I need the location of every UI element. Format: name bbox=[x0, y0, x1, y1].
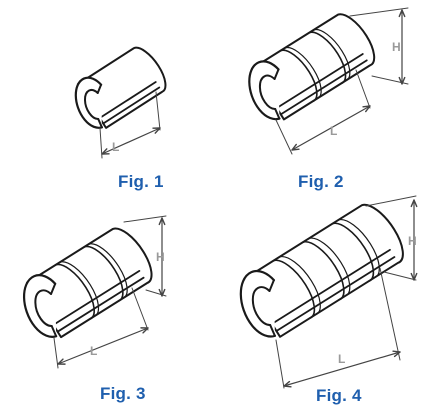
fig3-rib-groove bbox=[83, 245, 124, 302]
fig3-height-arrowhead bbox=[158, 288, 166, 297]
fig2-rib-edge bbox=[313, 28, 351, 82]
fig1-extension-line bbox=[155, 91, 161, 131]
fig3-extension-line bbox=[123, 215, 167, 223]
fig2-front-ring-inner bbox=[258, 74, 277, 111]
fig1-length-arrowhead bbox=[152, 127, 161, 134]
fig4-front-ring-outer bbox=[239, 269, 277, 338]
fig4-slit-upper bbox=[271, 248, 391, 325]
fig4-length-label: L bbox=[338, 352, 346, 366]
fig1-front-ring-inner bbox=[83, 89, 100, 121]
fig4-front-ring-inner bbox=[251, 286, 272, 327]
fig3-height-label: H bbox=[156, 250, 165, 264]
fig4-front-cut-top bbox=[268, 279, 275, 292]
fig2-body-outline bbox=[251, 13, 376, 121]
fig3-height-arrowhead bbox=[158, 217, 166, 226]
fig2-height-arrowhead bbox=[398, 9, 406, 18]
fig3-front-ring-inner bbox=[34, 289, 53, 328]
fig1-slit-upper bbox=[98, 81, 157, 119]
fig4-rib-edge bbox=[308, 237, 351, 297]
fig4-rib-groove bbox=[272, 259, 316, 320]
fig1-length-arrowhead bbox=[101, 148, 110, 155]
fig4-slit-lower bbox=[275, 256, 396, 332]
fig3-caption: Fig. 3 bbox=[100, 384, 146, 403]
fig4-drawing bbox=[239, 195, 418, 389]
fig2-slit-lower bbox=[279, 59, 368, 116]
fig2-extension-line bbox=[349, 7, 409, 17]
fig3-extension-line bbox=[53, 337, 59, 369]
fig3-slit-lower bbox=[56, 276, 145, 333]
fig4-extension-line bbox=[383, 271, 417, 281]
fig3-extension-line bbox=[131, 287, 149, 331]
fig4-front-cut-bottom bbox=[269, 324, 276, 337]
fig4-height-arrowhead bbox=[410, 272, 418, 281]
fig4-extension-line bbox=[275, 339, 285, 389]
fig2-height-label: H bbox=[392, 40, 401, 54]
fig4-height-arrowhead bbox=[410, 199, 418, 208]
fig1-caption: Fig. 1 bbox=[118, 172, 164, 191]
fig4-length-dimension-line bbox=[283, 351, 401, 387]
fig1-front-cut-top bbox=[96, 83, 103, 94]
fig3-front-cut-top bbox=[50, 282, 57, 295]
fig4-length-arrowhead bbox=[283, 380, 292, 388]
fig1-front-cut-bottom bbox=[97, 118, 103, 129]
fig4-length-arrowhead bbox=[392, 350, 401, 358]
fig2-drawing bbox=[248, 7, 409, 155]
fig2-length-dimension-line bbox=[291, 105, 371, 151]
fig4-rib-edge bbox=[337, 219, 380, 279]
fig2-extension-line bbox=[355, 69, 371, 109]
fig3-length-dimension-line bbox=[57, 327, 149, 365]
fig2-slit-upper bbox=[275, 53, 364, 109]
fig1-extension-line bbox=[99, 127, 103, 159]
fig2-rib-edge bbox=[284, 46, 322, 100]
fig4-caption: Fig. 4 bbox=[316, 386, 362, 405]
fig3-front-cut-bottom bbox=[50, 325, 58, 338]
fig2-length-arrowhead bbox=[291, 143, 300, 151]
fig3-drawing bbox=[22, 215, 167, 369]
fig1-length-label: L bbox=[112, 140, 120, 154]
fig1-slit-lower bbox=[102, 86, 161, 125]
fig3-rib-edge bbox=[88, 243, 128, 299]
fig4-rib-edge bbox=[278, 256, 321, 316]
fig3-rib-groove bbox=[54, 263, 95, 320]
fig2-length-label: L bbox=[330, 124, 338, 138]
fig3-length-label: L bbox=[90, 344, 98, 358]
fig3-rib-edge bbox=[59, 261, 100, 317]
fig3-length-arrowhead bbox=[140, 327, 149, 334]
fig4-extension-line bbox=[365, 195, 417, 207]
fig3-slit-upper bbox=[52, 270, 141, 326]
fig2-rib-groove bbox=[279, 49, 318, 103]
fig2-front-cut-bottom bbox=[274, 108, 281, 120]
fig2-length-arrowhead bbox=[362, 105, 371, 113]
fig2-front-cut-top bbox=[273, 68, 280, 80]
fig4-rib-groove bbox=[331, 222, 375, 283]
fig2-caption: Fig. 2 bbox=[298, 172, 344, 191]
fig4-height-label: H bbox=[408, 234, 417, 248]
fig2-rib-groove bbox=[308, 31, 347, 85]
fig3-length-arrowhead bbox=[57, 358, 66, 365]
fig2-height-arrowhead bbox=[398, 76, 406, 85]
fig4-extension-line bbox=[379, 267, 401, 361]
fig1-drawing bbox=[74, 46, 167, 159]
fig4-rib-groove bbox=[302, 241, 345, 301]
fig2-extension-line bbox=[275, 119, 293, 155]
fig1-length-dimension-line bbox=[101, 127, 161, 155]
